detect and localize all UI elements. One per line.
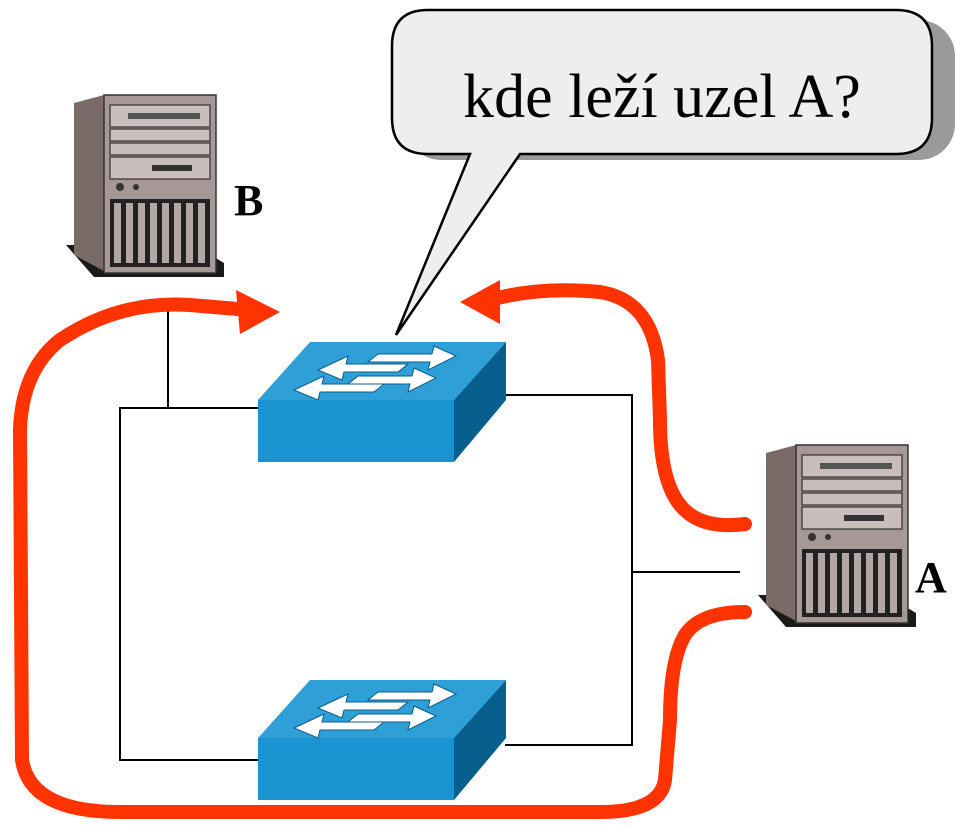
server-a-icon — [757, 444, 917, 628]
flood-paths — [13, 283, 752, 819]
switch-bottom-icon — [257, 679, 507, 801]
link-left-ring — [119, 407, 258, 761]
link-right-ring — [505, 394, 633, 746]
speech-bubble: kde leží uzel A? — [390, 8, 955, 336]
node-label-b: B — [234, 176, 263, 225]
flood-arrowheads — [236, 280, 500, 334]
node-label-a: A — [915, 553, 947, 602]
flood-path-bottom — [13, 297, 752, 819]
network-links — [119, 300, 740, 761]
flood-arrowhead-left — [236, 290, 280, 334]
flood-path-top — [483, 283, 752, 533]
server-b-icon — [65, 94, 225, 278]
speech-bubble-text: kde leží uzel A? — [463, 63, 861, 131]
flood-arrowhead-top — [460, 280, 500, 324]
switch-top-icon — [257, 341, 507, 463]
